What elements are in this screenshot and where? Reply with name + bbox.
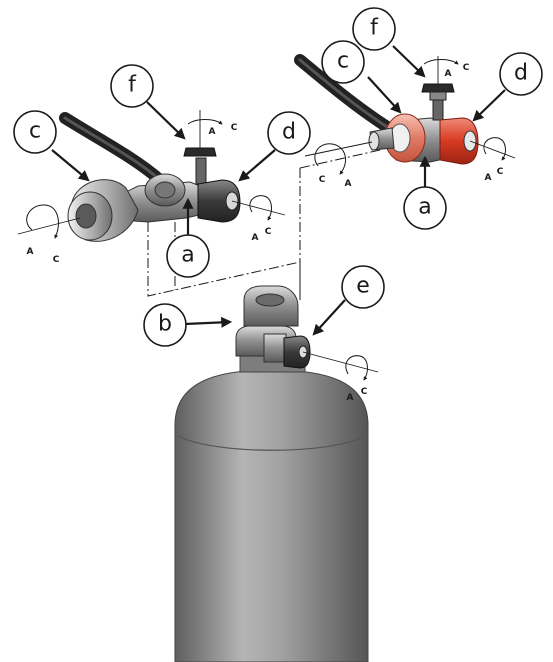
- rotation-arrow-icon: A C: [484, 138, 506, 183]
- svg-text:a: a: [181, 243, 194, 268]
- callout-c-right: c: [322, 41, 364, 83]
- svg-text:b: b: [158, 312, 172, 337]
- label-c-close: C: [231, 123, 238, 133]
- label-a-open: A: [345, 179, 352, 189]
- label-c-close: C: [361, 387, 368, 397]
- callout-a-left: a: [167, 235, 209, 277]
- rotation-arrow-icon: A C: [250, 196, 272, 243]
- label-a-open: A: [485, 173, 492, 183]
- rotation-arrow-icon: A C: [188, 120, 238, 138]
- svg-text:d: d: [514, 61, 528, 86]
- rotation-arrow-icon: C A: [315, 144, 352, 189]
- label-c-close: C: [265, 227, 272, 237]
- label-a-open: A: [252, 233, 259, 243]
- label-a-open: A: [27, 247, 34, 257]
- callout-f-right: f: [353, 8, 395, 50]
- callout-d-left: d: [268, 112, 310, 154]
- callout-b: b: [144, 304, 186, 346]
- svg-text:a: a: [418, 195, 431, 220]
- label-c-close: C: [53, 255, 60, 265]
- label-a-open: A: [445, 69, 452, 79]
- label-a-open: A: [209, 127, 216, 137]
- rotation-arrow-icon: A C: [424, 60, 470, 80]
- label-c-close: C: [463, 63, 470, 73]
- cylinder: [175, 356, 368, 662]
- callout-d-right: d: [500, 53, 542, 95]
- callout-f-left: f: [111, 65, 153, 107]
- svg-text:c: c: [337, 49, 349, 74]
- rotation-arrow-icon: A C: [27, 205, 60, 265]
- label-c-close: C: [497, 167, 504, 177]
- callout-a-right: a: [404, 187, 446, 229]
- svg-text:d: d: [282, 120, 296, 145]
- callout-c-left: c: [14, 111, 56, 153]
- svg-text:c: c: [29, 119, 41, 144]
- svg-text:e: e: [356, 274, 370, 299]
- callout-e: e: [342, 266, 384, 308]
- svg-text:f: f: [370, 16, 379, 41]
- label-a-open: A: [347, 393, 354, 403]
- svg-text:f: f: [128, 73, 137, 98]
- label-c-close: C: [319, 175, 326, 185]
